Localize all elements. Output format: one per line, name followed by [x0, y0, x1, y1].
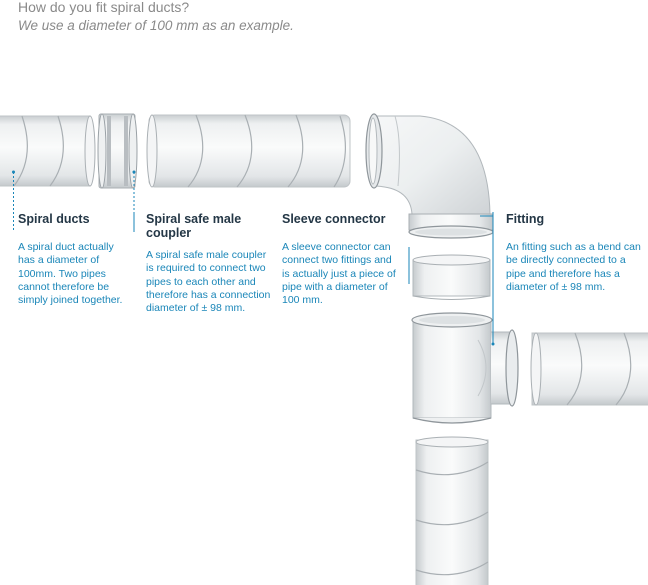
sleeve-connector — [412, 254, 491, 300]
spiral-duct-middle — [146, 114, 351, 188]
label-text: A spiral duct actually has a diameter of… — [18, 241, 123, 307]
page-subtitle: We use a diameter of 100 mm as an exampl… — [18, 18, 294, 33]
spiral-duct-right — [530, 332, 648, 406]
male-coupler — [97, 113, 138, 189]
label-text: A spiral safe male coupler is required t… — [146, 249, 271, 315]
header: How do you fit spiral ducts? We use a di… — [18, 0, 638, 35]
label-fitting: Fitting An fitting such as a bend can be… — [506, 212, 646, 294]
label-spiral-ducts: Spiral ducts A spiral duct actually has … — [18, 212, 128, 307]
tee-fitting — [411, 312, 519, 424]
leader-dot-fitting — [491, 342, 495, 346]
leader-dot-male-coupler — [132, 170, 136, 174]
label-spiral-safe-male-coupler: Spiral safe male coupler A spiral safe m… — [146, 212, 271, 315]
label-title: Spiral safe male coupler — [146, 212, 242, 240]
label-sleeve-connector: Sleeve connector A sleeve connector can … — [282, 212, 402, 307]
label-title: Sleeve connector — [282, 212, 386, 226]
leader-dot-spiral-ducts — [12, 170, 15, 174]
label-text: A sleeve connector can connect two fitti… — [282, 241, 396, 307]
elbow-fitting — [365, 113, 494, 239]
label-text: An fitting such as a bend can be directl… — [506, 241, 641, 293]
spiral-duct-left — [0, 115, 96, 187]
leader-lines — [13, 172, 494, 344]
spiral-duct-vertical — [415, 436, 489, 585]
page-title: How do you fit spiral ducts? — [18, 0, 190, 15]
label-title: Spiral ducts — [18, 212, 90, 226]
label-title: Fitting — [506, 212, 545, 226]
